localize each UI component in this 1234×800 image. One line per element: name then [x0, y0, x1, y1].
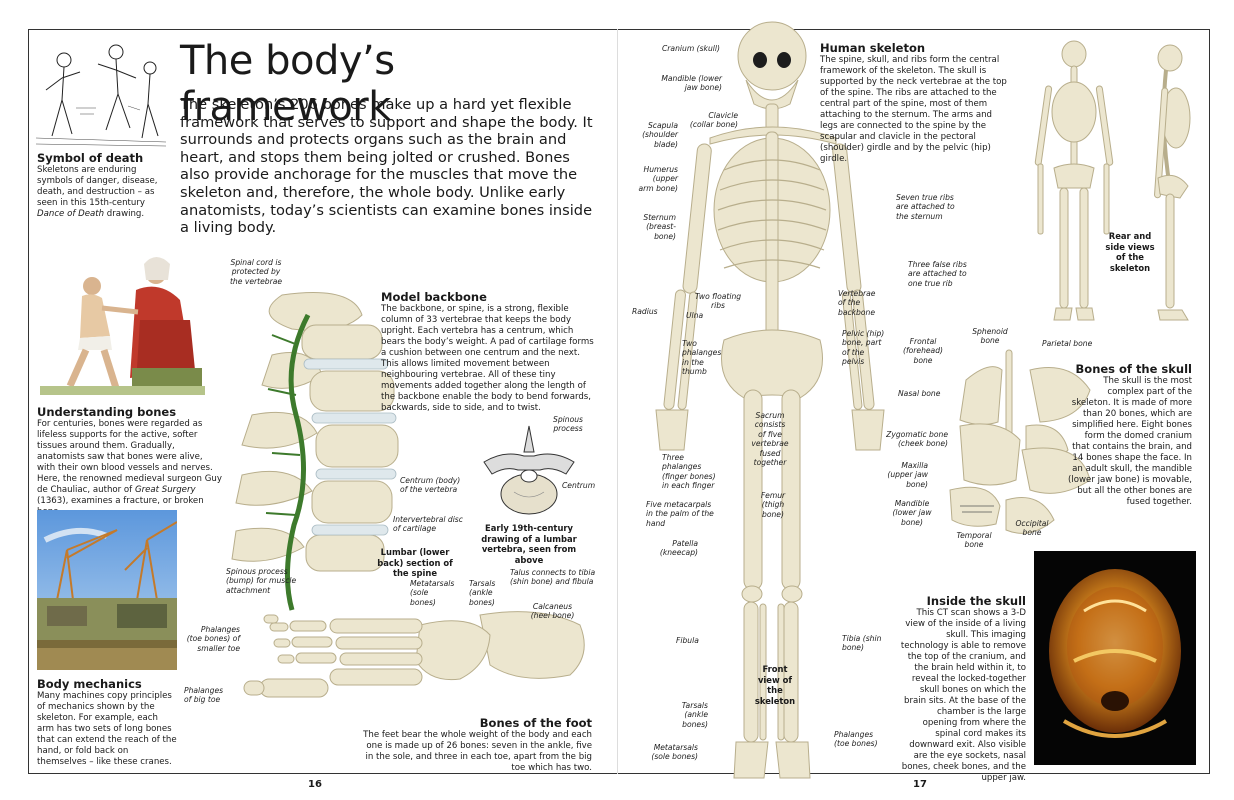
- label-vertebra-centrum: Centrum: [562, 481, 596, 490]
- label-skull-mandible: Mandible (lower jaw bone): [892, 499, 932, 527]
- label-tibia: Tibia (shin bone): [842, 634, 882, 653]
- label-skull-sphenoid: Sphenoid bone: [972, 327, 1008, 346]
- page-number-left: 16: [308, 779, 322, 790]
- label-skull-temporal: Temporal bone: [956, 531, 992, 550]
- label-intervertebral-disc: Intervertebral disc of cartilage: [393, 515, 463, 534]
- label-two-floating-ribs: Two floating ribs: [694, 292, 742, 311]
- symbol-of-death-block: Symbol of death Skeletons are enduring s…: [37, 151, 169, 220]
- label-femur: Femur (thigh bone): [760, 491, 786, 519]
- label-sternum: Sternum (breast-bone): [643, 213, 676, 241]
- label-radius: Radius: [632, 307, 658, 316]
- label-three-phalanges: Three phalanges (finger bones) in each f…: [662, 453, 716, 491]
- symbol-of-death-heading: Symbol of death: [37, 151, 144, 165]
- foot-bones-illustration: [240, 595, 600, 715]
- dance-of-death-woodcut: [35, 38, 167, 148]
- label-foot-phalanges-small: Phalanges (toe bones) of smaller toe: [186, 625, 240, 653]
- label-foot-talus: Talus connects to tibia (shin bone) and …: [510, 568, 596, 587]
- label-foot-phalanges-big: Phalanges of big toe: [184, 686, 224, 705]
- label-skull-zygomatic: Zygomatic bone (cheek bone): [886, 430, 948, 449]
- symbol-of-death-text: Skeletons are enduring symbols of danger…: [37, 165, 169, 220]
- model-backbone-text: The backbone, or spine, is a strong, fle…: [381, 304, 594, 413]
- understanding-bones-text: For centuries, bones were regarded as li…: [37, 419, 222, 518]
- inside-skull-block: Inside the skull This CT scan shows a 3-…: [900, 594, 1026, 784]
- symbol-of-death-text-part2: drawing.: [104, 209, 145, 219]
- human-skeleton-text: The spine, skull, and ribs form the cent…: [820, 55, 1007, 164]
- label-cranium: Cranium (skull): [662, 44, 720, 53]
- page-number-right: 17: [913, 779, 927, 790]
- spread-gutter: [617, 29, 618, 774]
- label-patella: Patella (kneecap): [659, 539, 698, 558]
- label-five-metacarpals: Five metacarpals in the palm of the hand: [646, 500, 714, 528]
- label-ulna: Ulna: [686, 311, 704, 320]
- label-skull-nasal: Nasal bone: [898, 389, 941, 398]
- understanding-bones-block: Understanding bones For centuries, bones…: [37, 405, 222, 518]
- label-skull-occipital: Occipital bone: [1015, 519, 1049, 538]
- understanding-bones-text-em: Great Surgery: [134, 485, 196, 495]
- understanding-bones-heading: Understanding bones: [37, 405, 177, 419]
- model-backbone-illustration: [212, 285, 412, 615]
- label-vertebra-spinous: Spinous process: [553, 415, 583, 434]
- label-sacrum: Sacrum consists of five vertebrae fused …: [751, 411, 789, 468]
- body-mechanics-text: Many machines copy principles of mechani…: [37, 691, 177, 767]
- label-vertebrae: Vertebrae of the backbone: [838, 289, 876, 317]
- caption-front-view: Front view of the skeleton: [754, 664, 796, 706]
- human-skeleton-block: Human skeleton The spine, skull, and rib…: [820, 41, 1010, 165]
- page-frame: [28, 29, 1210, 774]
- rear-side-skeletons: [1028, 38, 1200, 328]
- symbol-of-death-text-em: Dance of Death: [37, 209, 105, 219]
- human-skeleton-heading: Human skeleton: [820, 41, 926, 55]
- body-mechanics-heading: Body mechanics: [37, 677, 142, 691]
- medieval-surgeon-illustration: [40, 250, 205, 395]
- label-tarsals: Tarsals (ankle bones): [681, 701, 708, 729]
- label-two-phalanges: Two phalanges in the thumb: [682, 339, 722, 377]
- caption-lumbar-section: Lumbar (lower back) section of the spine: [377, 547, 453, 579]
- page-title: The body’s framework: [180, 38, 395, 130]
- intro-paragraph: The skeleton’s 206 bones make up a hard …: [180, 96, 593, 237]
- caption-rear-side-views: Rear and side views of the skeleton: [1105, 231, 1155, 273]
- label-clavicle: Clavicle (collar bone): [689, 111, 738, 130]
- label-mandible: Mandible (lower jaw bone): [661, 74, 722, 93]
- bones-of-foot-block: Bones of the foot The feet bear the whol…: [360, 716, 592, 774]
- bones-of-skull-heading: Bones of the skull: [1075, 362, 1192, 376]
- label-skull-parietal: Parietal bone: [1042, 339, 1093, 348]
- model-backbone-heading: Model backbone: [381, 290, 487, 304]
- label-centrum-body: Centrum (body) of the vertebra: [400, 476, 461, 495]
- label-pelvic-bone: Pelvic (hip) bone, part of the pelvis: [842, 329, 885, 367]
- label-scapula: Scapula (shoulder blade): [642, 121, 678, 149]
- label-seven-true-ribs: Seven true ribs are attached to the ster…: [896, 193, 955, 221]
- label-foot-calcaneus: Calcaneus (heel bone): [530, 602, 575, 621]
- label-metatarsals: Metatarsals (sole bones): [651, 743, 698, 762]
- label-spinal-cord: Spinal cord is protected by the vertebra…: [229, 258, 283, 286]
- bones-of-skull-block: Bones of the skull The skull is the most…: [1068, 362, 1192, 508]
- label-skull-frontal: Frontal (forehead) bone: [903, 337, 943, 365]
- bones-of-skull-text: The skull is the most complex part of th…: [1068, 376, 1192, 507]
- label-humerus: Humerus (upper arm bone): [638, 165, 678, 193]
- bones-of-foot-heading: Bones of the foot: [479, 716, 592, 730]
- label-fibula: Fibula: [676, 636, 699, 645]
- inside-skull-heading: Inside the skull: [926, 594, 1026, 608]
- caption-vertebra-drawing: Early 19th-century drawing of a lumbar v…: [481, 523, 577, 565]
- symbol-of-death-text-part1: Skeletons are enduring symbols of danger…: [37, 165, 158, 208]
- front-skeleton-illustration: [640, 20, 900, 780]
- label-foot-metatarsals: Metatarsals (sole bones): [410, 579, 455, 607]
- inside-skull-text: This CT scan shows a 3-D view of the ins…: [900, 608, 1026, 783]
- understanding-bones-text-part1: For centuries, bones were regarded as li…: [37, 419, 222, 495]
- label-spinous-process-bump: Spinous process (bump) for muscle attach…: [226, 567, 297, 595]
- model-backbone-block: Model backbone The backbone, or spine, i…: [381, 290, 596, 414]
- label-skull-maxilla: Maxilla (upper jaw bone): [887, 461, 928, 489]
- exploded-skull-illustration: [940, 330, 1100, 550]
- bones-of-foot-text: The feet bear the whole weight of the bo…: [363, 730, 592, 773]
- lumbar-vertebra-drawing: [474, 422, 584, 518]
- label-three-false-ribs: Three false ribs are attached to one tru…: [908, 260, 967, 288]
- label-foot-tarsals: Tarsals (ankle bones): [469, 579, 496, 607]
- ct-scan-image: [1034, 551, 1196, 765]
- body-mechanics-block: Body mechanics Many machines copy princi…: [37, 677, 177, 768]
- cranes-photo: [37, 510, 177, 670]
- label-phalanges-toe: Phalanges (toe bones): [834, 730, 878, 749]
